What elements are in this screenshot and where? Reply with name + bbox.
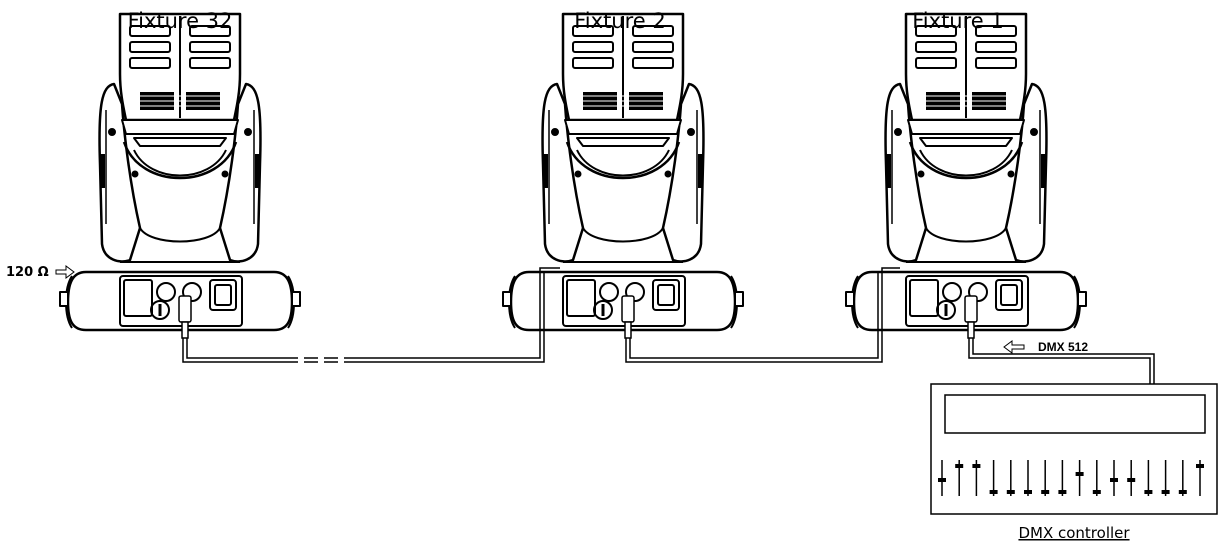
fader-knob [1144, 490, 1153, 494]
fader-knob [1075, 472, 1084, 476]
fader-knob [1127, 478, 1136, 482]
fader-knob [1178, 490, 1187, 494]
terminator-label: 120 Ω [6, 265, 49, 280]
fader-knob [1041, 490, 1050, 494]
fader-knob [955, 464, 964, 468]
dmx-cable [182, 267, 1155, 384]
dmx-signal-label: DMX 512 [1038, 340, 1088, 354]
fader-knob [1006, 490, 1015, 494]
fader-knob [1092, 490, 1101, 494]
fader-knob [1161, 490, 1170, 494]
fixture-2-label: Fixture 2 [574, 9, 666, 33]
fixture-2 [501, 12, 745, 332]
fader-knob [1196, 464, 1204, 468]
terminator: 120 Ω [6, 265, 75, 280]
controller-display [944, 394, 1206, 434]
fader-knob [1024, 490, 1032, 494]
controller-label: DMX controller [1018, 524, 1130, 542]
fader-knob [1110, 478, 1118, 482]
dmx-controller: DMX controller [930, 383, 1218, 542]
fixture-1-label: Fixture 1 [912, 9, 1004, 33]
fader-knob [1058, 490, 1067, 494]
left-arrow-icon [1003, 340, 1025, 354]
fader-knob [938, 478, 946, 482]
fixture-32 [58, 12, 302, 332]
dmx-signal: DMX 512 [1003, 340, 1088, 354]
fixture-32-label: Fixture 32 [128, 9, 233, 33]
controller-faders [938, 460, 1204, 496]
xlr-plugs [178, 295, 978, 339]
fader-knob [989, 490, 998, 494]
fader-knob [972, 464, 981, 468]
terminator-arrow-icon [55, 265, 75, 279]
